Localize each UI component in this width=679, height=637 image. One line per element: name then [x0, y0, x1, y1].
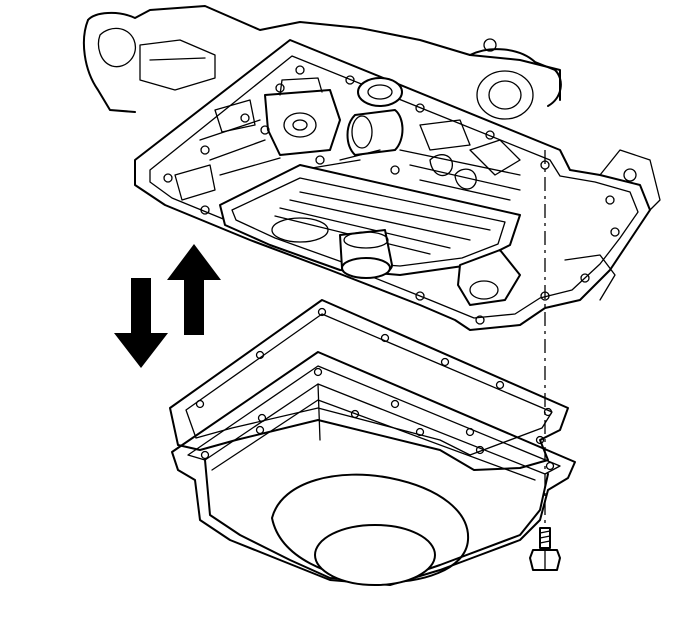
valve-body-icon [174, 38, 521, 210]
oil-pan-gasket-icon [169, 299, 569, 471]
oil-pan-icon [171, 351, 576, 586]
oil-filter-icon [219, 164, 521, 306]
pan-bolt-icon [529, 527, 561, 571]
direction-arrows-icon [114, 244, 221, 368]
transmission-case-icon [82, 5, 661, 331]
